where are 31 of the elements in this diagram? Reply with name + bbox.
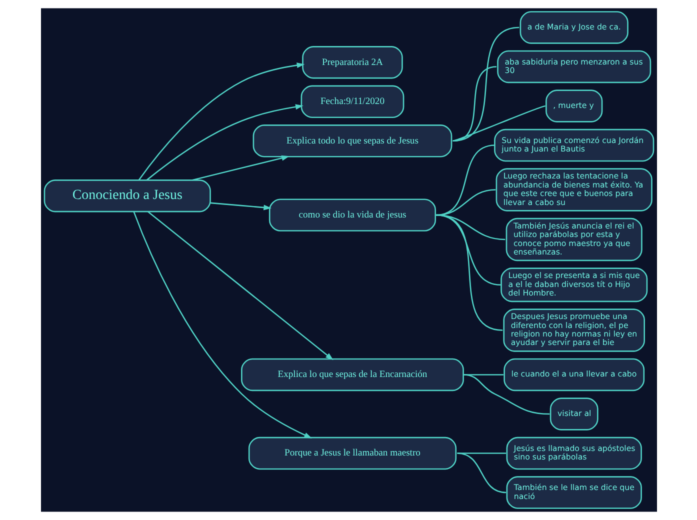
node-box: Su vida publica comenzó cua Jordán junto a Juan el Bautis	[494, 128, 654, 162]
node-box: Explica todo lo que sepas de Jesus	[252, 124, 452, 158]
node-box: aba sabiduria pero menzaron a sus 30	[496, 50, 651, 84]
node-box: Porque a Jesus le llamaban maestro	[248, 436, 456, 470]
connector	[452, 105, 545, 142]
arrow	[132, 211, 312, 438]
arrow	[146, 104, 303, 180]
node-box: Fecha:9/11/2020	[300, 85, 404, 118]
node-box: Preparatoria 2A	[302, 46, 402, 79]
node-box: También se le llam se dice que nació	[506, 476, 642, 509]
node-box: visitar al	[549, 398, 598, 430]
connector	[436, 214, 502, 331]
node-box: Explica lo que sepas de la Encarnación	[240, 358, 464, 392]
node-box: a de Maria y Jose de ca.	[519, 11, 628, 44]
arrow	[192, 155, 290, 181]
node-box: Conociendo a Jesus	[43, 180, 210, 212]
connector	[462, 374, 550, 415]
arrow	[147, 211, 333, 360]
arrow	[210, 202, 272, 210]
node-box: Despues Jesus promuebe una diferento con la religion, el pe religion no hay normas ni ley en ayudar y servir para el bie	[502, 308, 644, 352]
node-box: Jesús es llamado sus apóstoles sino sus parábolas	[506, 436, 642, 470]
arrow	[138, 62, 304, 180]
connector	[452, 26, 519, 142]
node-box: Luego rechaza las tentacione la abundancia de bienes mat éxito. Ya que este cree que e buenos para llevar a cabo su	[495, 168, 652, 212]
connector	[452, 66, 496, 142]
node-box: Luego el se presenta a si mis que a el le daban diversos tít o Hijo del Hombre.	[500, 268, 648, 302]
connector	[456, 452, 506, 494]
node-box: También Jesús anuncia el rei el utilizo parábolas por esta y conoce pomo maestro ya que enseñanzas.	[505, 218, 642, 262]
node-box: , muerte y	[545, 90, 602, 122]
node-box: le cuando el a una llevar a cabo	[503, 358, 644, 392]
node-box: como se dio la vida de jesus	[268, 198, 436, 232]
